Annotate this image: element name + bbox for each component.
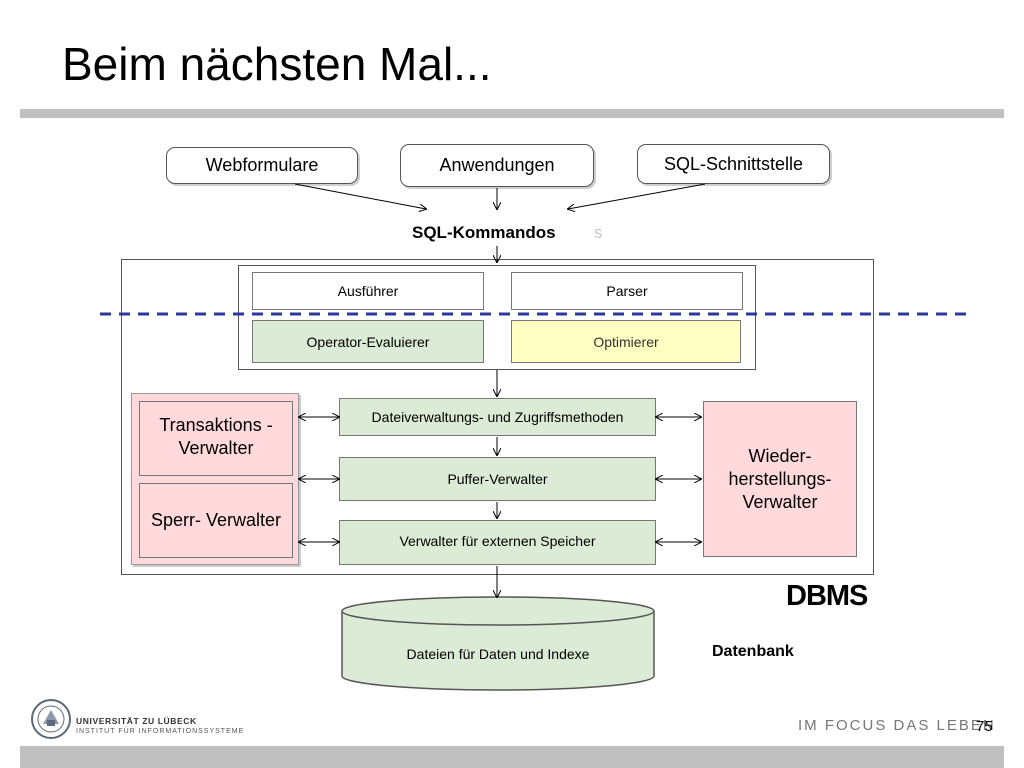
page-title: Beim nächsten Mal... [62, 38, 492, 90]
footer-bar [20, 746, 1004, 768]
university-name: UNIVERSITÄT ZU LÜBECK [76, 716, 197, 726]
anwendungen-box: Anwendungen [400, 144, 594, 187]
university-seal-icon [31, 699, 71, 739]
transaktions-verwalter-box: Transaktions - Verwalter [139, 401, 293, 476]
sql-schnittstelle-box: SQL-Schnittstelle [637, 144, 830, 184]
sql-kommandos-trace: s [594, 223, 603, 242]
page-number: 75 [976, 718, 993, 735]
dateiverwaltung-box: Dateiverwaltungs- und Zugriffsmethoden [339, 398, 656, 436]
parser-box: Parser [511, 272, 743, 310]
dateien-label: Dateien für Daten und Indexe [406, 646, 590, 662]
institute-name: INSTITUT FÜR INFORMATIONSSYSTEME [76, 728, 245, 735]
dbms-label: DBMS [786, 580, 868, 612]
ausfuehrer-box: Ausführer [252, 272, 484, 310]
externer-speicher-box: Verwalter für externen Speicher [339, 520, 656, 565]
sperr-verwalter-box: Sperr- Verwalter [139, 483, 293, 558]
slogan: IM FOCUS DAS LEBEN [798, 717, 996, 734]
title-divider-bar [20, 109, 1004, 118]
sql-kommandos-label: SQL-Kommandos [412, 223, 556, 242]
datenbank-label: Datenbank [712, 643, 794, 660]
wiederherstellungs-verwalter-box: Wieder- herstellungs- Verwalter [703, 401, 857, 557]
webformulare-box: Webformulare [166, 147, 358, 184]
query-processing-frame [238, 265, 756, 370]
operator-evaluierer-box: Operator-Evaluierer [252, 320, 484, 363]
optimierer-box: Optimierer [511, 320, 741, 363]
